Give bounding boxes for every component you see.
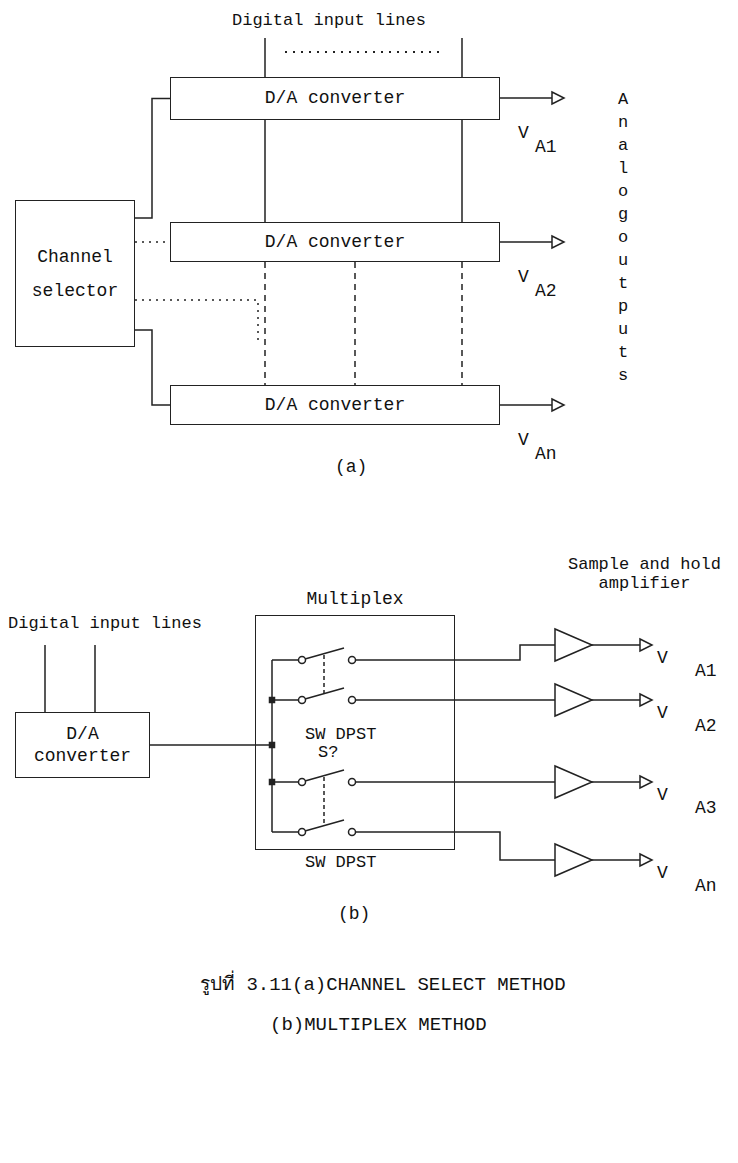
- signal-name: V: [657, 786, 668, 806]
- output-line: [592, 645, 640, 860]
- output-arrowhead: [552, 399, 564, 411]
- signal-subscript: An: [695, 877, 717, 897]
- converter-box: D/A converter: [170, 222, 500, 262]
- figure-part-label: (b): [338, 905, 370, 925]
- signal-name: V: [657, 704, 668, 724]
- box-label: D/A converter: [265, 231, 405, 254]
- connector-wire: [135, 99, 170, 219]
- switch-label: SW DPST: [305, 854, 376, 873]
- box-label: Channel selector: [22, 240, 128, 308]
- amplifier-symbol: [555, 766, 592, 798]
- connector-wire: [135, 330, 170, 405]
- dotted-select-line: [135, 300, 258, 345]
- dotted-input-lines: [285, 51, 445, 53]
- signal-subscript: A2: [695, 717, 717, 737]
- output-arrowhead: [640, 639, 652, 651]
- connector-wire: [135, 241, 170, 243]
- switch-label: SW DPST: [305, 726, 376, 745]
- input-line: [265, 38, 462, 222]
- output-arrowhead: [552, 92, 564, 104]
- signal-subscript: A3: [695, 799, 717, 819]
- switch-wire: [272, 660, 299, 832]
- signal-name: V: [657, 864, 668, 884]
- output-arrowhead: [640, 854, 652, 866]
- switch-label: S?: [318, 744, 338, 763]
- signal-subscript: A1: [535, 138, 557, 158]
- signal-subscript: A1: [695, 662, 717, 682]
- switch-output-wire: [356, 645, 556, 860]
- signal-subscript: A2: [535, 282, 557, 302]
- switch-contact: [349, 697, 356, 704]
- box-label: D/A converter: [22, 723, 143, 768]
- output-arrowhead: [552, 236, 564, 248]
- amplifier-symbol: [555, 684, 592, 716]
- box-heading: Multiplex: [256, 590, 454, 610]
- signal-name: V: [518, 268, 529, 288]
- switch-contact: [299, 697, 306, 704]
- output-arrowhead: [640, 776, 652, 788]
- input-label: Digital input lines: [232, 12, 426, 31]
- box-label: D/A converter: [265, 394, 405, 417]
- amplifier-label: Sample and hold amplifier: [562, 556, 727, 593]
- amplifier-symbol: [555, 844, 592, 876]
- input-line: [265, 262, 462, 385]
- converter-box: D/A converter: [15, 712, 150, 778]
- switch-contact: [299, 657, 306, 664]
- signal-name: V: [657, 649, 668, 669]
- signal-subscript: An: [535, 445, 557, 465]
- selector-box: Channel selector: [15, 200, 135, 347]
- box-label: D/A converter: [265, 87, 405, 110]
- figure-part-label: (a): [335, 458, 367, 478]
- input-line: [45, 645, 95, 712]
- junction-dot: [270, 743, 275, 748]
- switch-contact: [349, 657, 356, 664]
- switch-contact: [349, 779, 356, 786]
- switch-contact: [349, 829, 356, 836]
- signal-name: V: [518, 124, 529, 144]
- connector-wire: [150, 744, 255, 746]
- converter-box: D/A converter: [170, 385, 500, 425]
- output-arrowhead: [640, 694, 652, 706]
- signal-name: V: [518, 431, 529, 451]
- input-label: Digital input lines: [8, 615, 202, 634]
- switch-contact: [299, 779, 306, 786]
- figure-caption: รูปที่ 3.11(a)CHANNEL SELECT METHOD (b)M…: [200, 965, 630, 1045]
- switch-contact: [299, 829, 306, 836]
- converter-box: D/A converter: [170, 77, 500, 120]
- amplifier-symbol: [555, 629, 592, 661]
- output-group-label: Analog outputs: [618, 88, 633, 387]
